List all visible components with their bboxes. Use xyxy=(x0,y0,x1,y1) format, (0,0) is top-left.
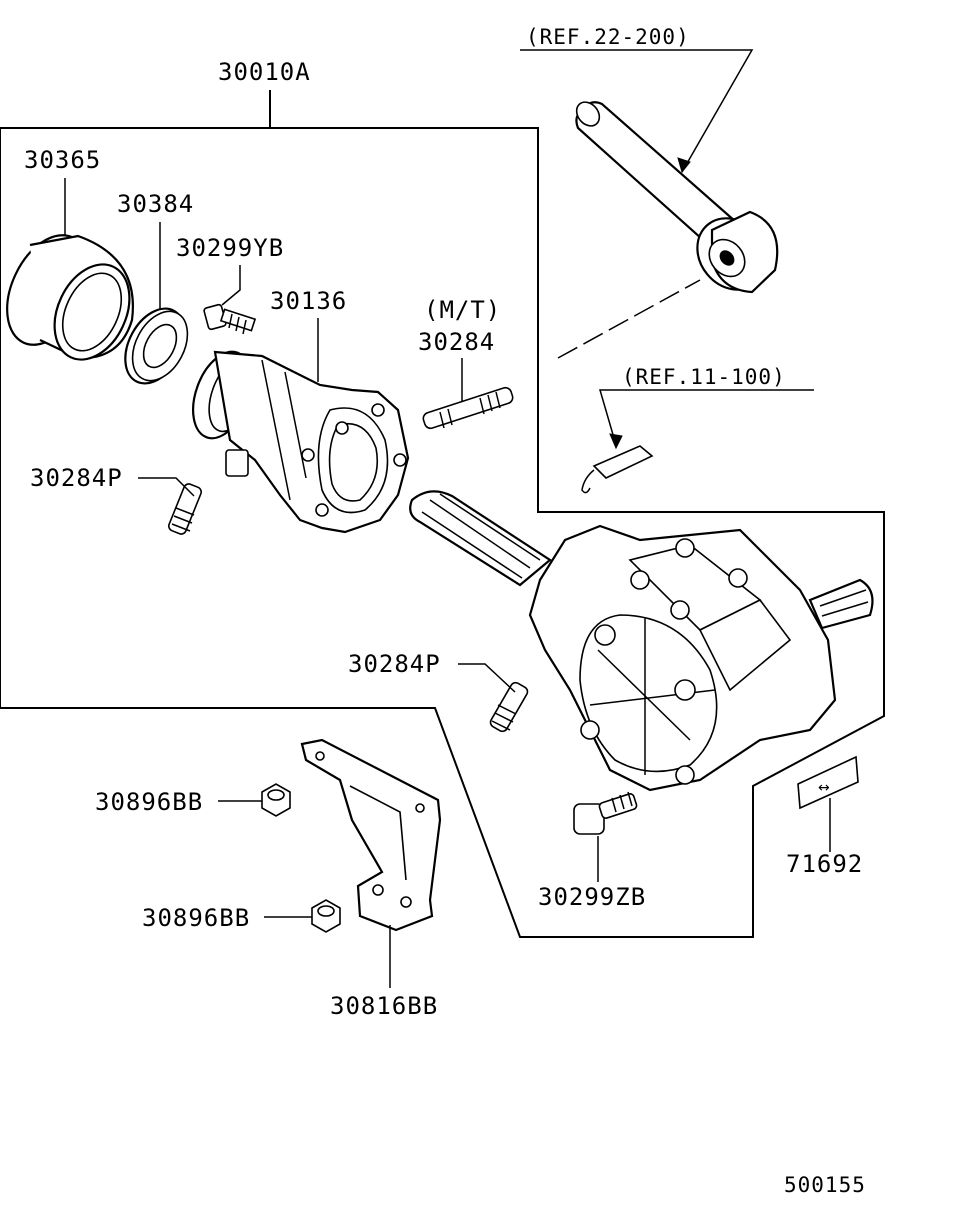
ring-30365 xyxy=(6,234,134,361)
stud-30284p-mid xyxy=(489,681,529,733)
label-ref-22-200: (REF.22-200) xyxy=(526,25,690,49)
label-30896bb-top: 30896BB xyxy=(95,788,203,816)
assembly-boundary xyxy=(0,90,885,938)
label-plate-71692: ↔ xyxy=(797,755,859,810)
label-ref-11-100: (REF.11-100) xyxy=(622,365,786,389)
sealant-tube-ref xyxy=(581,445,654,494)
housing-30136 xyxy=(192,350,410,534)
label-30284p-left: 30284P xyxy=(30,464,123,492)
label-30896bb-bottom: 30896BB xyxy=(142,904,250,932)
label-30299yb: 30299YB xyxy=(176,234,284,262)
label-71692: 71692 xyxy=(786,850,863,878)
transfer-case-unit xyxy=(409,490,874,792)
bolt-30299yb xyxy=(203,303,257,335)
ref-22-200-dashed-line xyxy=(557,279,701,359)
label-30365: 30365 xyxy=(24,146,101,174)
propeller-shaft-ref xyxy=(575,101,779,294)
label-30010a: 30010A xyxy=(218,58,311,86)
label-30284: 30284 xyxy=(418,328,495,356)
nut-30896bb-bottom xyxy=(311,899,341,933)
seal-30384 xyxy=(124,307,189,385)
label-30299zb: 30299ZB xyxy=(538,883,646,911)
double-arrow-icon: ↔ xyxy=(818,780,830,796)
label-30816bb: 30816BB xyxy=(330,992,438,1020)
bolt-30299zb xyxy=(573,791,638,835)
stud-30284p-left xyxy=(167,483,203,535)
bracket-30816bb xyxy=(300,738,442,932)
label-30136: 30136 xyxy=(270,287,347,315)
diagram-number: 500155 xyxy=(784,1173,866,1197)
label-mt: (M/T) xyxy=(424,296,501,324)
label-30384: 30384 xyxy=(117,190,194,218)
nut-30896bb-top xyxy=(261,783,291,817)
stud-30284 xyxy=(422,386,514,430)
label-30284p-mid: 30284P xyxy=(348,650,441,678)
